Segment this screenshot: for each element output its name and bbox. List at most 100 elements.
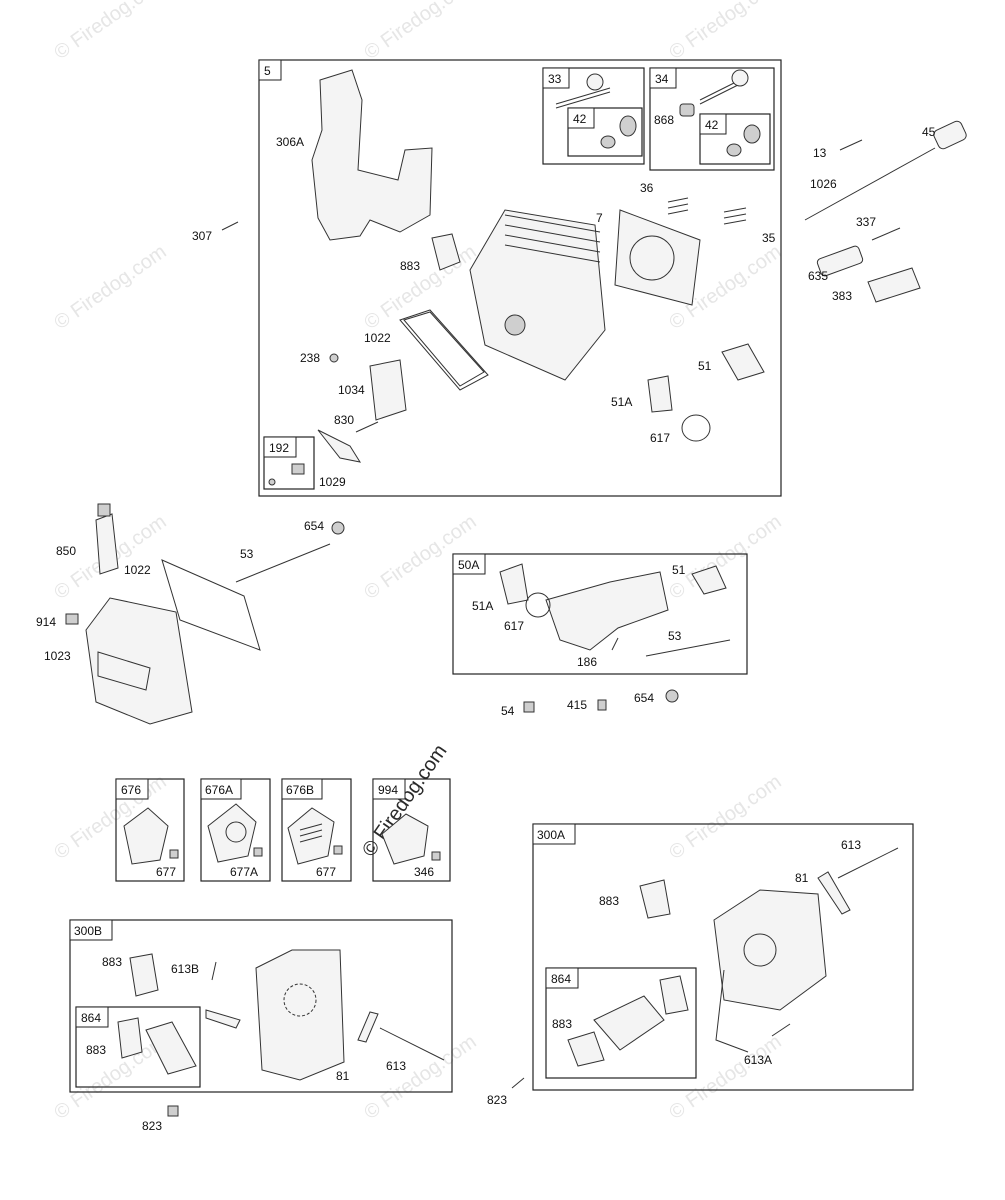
callout: 635	[808, 269, 828, 283]
bolt	[837, 847, 899, 879]
frame-box	[115, 778, 185, 882]
watermark: © Firedog.com	[665, 1031, 785, 1124]
head-port	[504, 314, 526, 336]
muffler-bracket	[715, 969, 749, 1053]
callout: 654	[634, 691, 654, 705]
cylinder-head-parts	[311, 69, 765, 463]
loose-part-823-right: 823	[487, 1077, 525, 1107]
gasket	[499, 563, 529, 605]
loose-part-823-left: 823	[142, 1105, 179, 1133]
frame-676a: 676A 677A	[200, 778, 271, 882]
frame-tag	[200, 778, 242, 800]
callout: 81	[795, 871, 809, 885]
screw	[523, 701, 535, 713]
stud	[645, 639, 731, 657]
head-gasket	[614, 209, 701, 306]
muffler-bracket	[205, 1009, 241, 1029]
callout: 617	[650, 431, 670, 445]
callout: 307	[192, 229, 212, 243]
frame-box	[699, 113, 771, 165]
frame-864-left: 864 883	[75, 1006, 201, 1088]
tube-cap	[97, 503, 111, 517]
exhaust-gasket	[721, 343, 765, 381]
callout: 238	[300, 351, 320, 365]
frame-label: 192	[269, 441, 289, 455]
frame-label: 42	[573, 112, 587, 126]
bolt	[379, 1027, 445, 1061]
sealant-tube	[95, 513, 119, 575]
watermark: © Firedog.com	[360, 1031, 480, 1124]
callout: 36	[640, 181, 654, 195]
callout: 914	[36, 615, 56, 629]
spark-arrestor	[381, 813, 429, 865]
callout: 1022	[124, 563, 151, 577]
muffler	[713, 889, 827, 1011]
frame-label: 5	[264, 64, 271, 78]
callout: 7	[596, 211, 603, 225]
frame-label: 676A	[205, 783, 233, 797]
watermark: © Firedog.com	[360, 0, 480, 64]
callout: 51A	[611, 395, 632, 409]
callout: 306A	[276, 135, 304, 149]
frame-box	[542, 67, 645, 165]
cover-emblem	[97, 651, 151, 691]
watermark: © Firedog.com	[665, 771, 785, 864]
frame-tag	[372, 778, 406, 800]
valve-head	[731, 69, 749, 87]
frame-33: 33 42	[542, 67, 645, 165]
callout: 677	[156, 865, 176, 879]
screw	[333, 845, 343, 855]
muffler-port	[743, 933, 777, 967]
frame-box	[75, 1006, 201, 1088]
valve-spring	[667, 197, 689, 215]
frame-tag	[699, 113, 727, 135]
bracket	[867, 267, 921, 303]
frame-label: 33	[548, 72, 562, 86]
exhaust-adapter	[593, 995, 665, 1051]
callout: 337	[856, 215, 876, 229]
screw	[431, 851, 441, 861]
muffler-guard	[287, 807, 335, 865]
callout: 415	[567, 698, 587, 712]
gasket	[691, 565, 727, 595]
strap	[817, 871, 851, 915]
frame-tag	[542, 67, 570, 89]
callout: 1026	[810, 177, 837, 191]
frame-box	[452, 553, 748, 675]
callout: 53	[668, 629, 682, 643]
frame-label: 300B	[74, 924, 102, 938]
callout: 1023	[44, 649, 71, 663]
valve-stem	[555, 87, 611, 109]
watermark: © Firedog.com	[665, 511, 785, 604]
strap	[357, 1011, 379, 1043]
frame-box	[649, 67, 775, 171]
watermark: © Firedog.com	[665, 0, 785, 64]
frame-box	[372, 778, 451, 882]
frame-676: 676 677	[115, 778, 185, 882]
frame-192: 192	[263, 436, 315, 490]
cover-gasket	[399, 309, 489, 391]
frame-300b: 300B 883 613B 81 613	[69, 919, 453, 1093]
loose-parts-left: 307 850 1022 654 53 914 1023	[36, 221, 345, 725]
gasket	[431, 233, 461, 271]
frame-34: 34 42	[649, 67, 775, 171]
valve-spring	[723, 207, 747, 225]
frame-label: 34	[655, 72, 669, 86]
callout: 883	[599, 894, 619, 908]
loose-parts-50a: 54 415 654	[501, 689, 679, 718]
spark-plug	[871, 227, 901, 241]
callout: 613B	[171, 962, 199, 976]
callout: 1034	[338, 383, 365, 397]
rocker-cover	[85, 597, 193, 725]
frame-tag	[649, 67, 677, 89]
callout: 51A	[472, 599, 493, 613]
watermark: © Firedog.com	[50, 1031, 170, 1124]
frame-box	[545, 967, 697, 1079]
valve-seal	[679, 103, 695, 117]
rocker-plate	[317, 429, 362, 463]
muffler	[255, 949, 345, 1081]
nut	[665, 689, 679, 703]
frame-label: 994	[378, 783, 398, 797]
callout: 617	[504, 619, 524, 633]
